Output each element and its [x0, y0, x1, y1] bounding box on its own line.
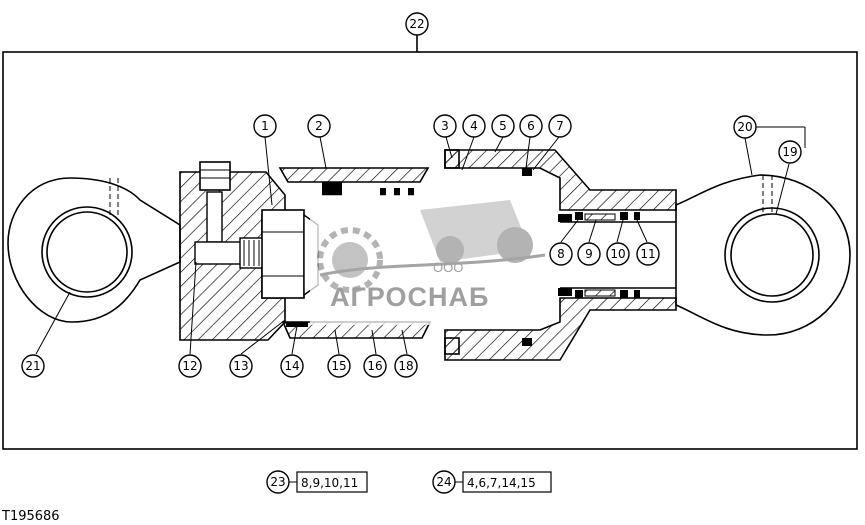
svg-text:15: 15: [331, 359, 346, 373]
svg-text:11: 11: [640, 247, 655, 261]
callout-9: 9: [577, 242, 601, 266]
callout-2: 2: [307, 114, 331, 138]
watermark-name: АГРОСНАБ: [330, 282, 489, 312]
svg-text:14: 14: [284, 359, 299, 373]
kit-23-reference: 23 8,9,10,11: [266, 470, 368, 494]
svg-text:1: 1: [261, 119, 269, 133]
callout-18: 18: [394, 354, 418, 378]
diagram-frame: [2, 51, 858, 450]
kit-24-parts: 4,6,7,14,15: [467, 476, 536, 490]
svg-text:3: 3: [441, 119, 449, 133]
svg-text:7: 7: [556, 119, 564, 133]
svg-text:21: 21: [25, 359, 40, 373]
piston-nut: [261, 209, 319, 299]
callout-19: 19: [778, 140, 802, 164]
svg-text:19: 19: [782, 145, 797, 159]
callout-1: 1: [253, 114, 277, 138]
svg-text:24: 24: [436, 475, 451, 489]
callout-11: 11: [636, 242, 660, 266]
svg-text:20: 20: [737, 120, 752, 134]
svg-text:13: 13: [233, 359, 248, 373]
watermark: ООО АГРОСНАБ: [310, 195, 550, 325]
right-eye-mount: [675, 174, 851, 336]
svg-text:8: 8: [557, 247, 565, 261]
cylinder-cap-end: [179, 161, 286, 341]
left-eye-mount: [7, 177, 181, 323]
svg-text:16: 16: [367, 359, 382, 373]
callout-22: 22: [405, 12, 429, 36]
callout-6: 6: [519, 114, 543, 138]
svg-text:4: 4: [470, 119, 478, 133]
callout-12: 12: [178, 354, 202, 378]
svg-text:9: 9: [585, 247, 593, 261]
svg-text:12: 12: [182, 359, 197, 373]
callout-21: 21: [21, 354, 45, 378]
seal-8-bottom: [558, 288, 572, 296]
leader-lines: [35, 126, 806, 355]
svg-text:22: 22: [409, 17, 424, 31]
callout-13: 13: [229, 354, 253, 378]
kit-23-parts: 8,9,10,11: [301, 476, 358, 490]
callout-4: 4: [462, 114, 486, 138]
callout-14: 14: [280, 354, 304, 378]
svg-text:23: 23: [270, 475, 285, 489]
callout-15: 15: [327, 354, 351, 378]
figure-id: T195686: [2, 509, 60, 524]
callout-3: 3: [433, 114, 457, 138]
svg-text:10: 10: [610, 247, 625, 261]
callout-7: 7: [548, 114, 572, 138]
callout-20: 20: [733, 115, 757, 139]
callout-8: 8: [549, 242, 573, 266]
callout-5: 5: [491, 114, 515, 138]
callout-16: 16: [363, 354, 387, 378]
piston-rod: [560, 221, 676, 289]
seal-8-top: [558, 214, 572, 222]
svg-text:5: 5: [499, 119, 507, 133]
kit-24-reference: 24 4,6,7,14,15: [432, 470, 552, 494]
watermark-prefix: ООО: [433, 260, 463, 275]
svg-text:18: 18: [398, 359, 413, 373]
svg-text:2: 2: [315, 119, 323, 133]
svg-text:6: 6: [527, 119, 535, 133]
rod-guide: [444, 149, 677, 361]
callout-10: 10: [606, 242, 630, 266]
